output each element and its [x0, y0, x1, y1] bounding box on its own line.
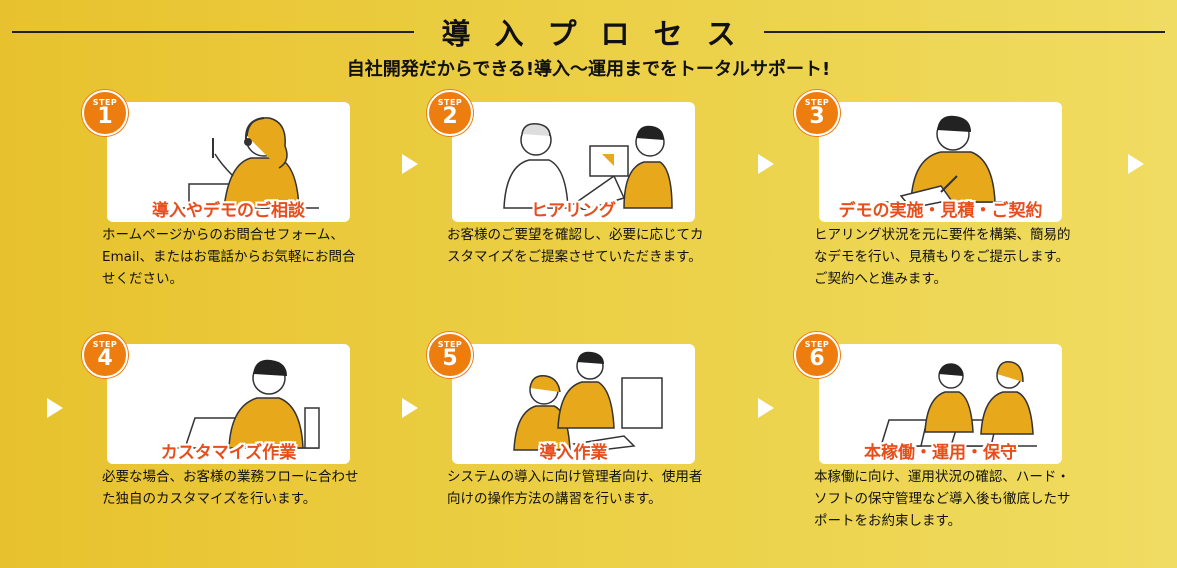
step-1: STEP 1 導入やデモのご相談 ホームページからのお問合せフォーム、Email… [82, 90, 355, 300]
step-card [452, 102, 695, 222]
step-description: ヒアリング状況を元に要件を構築、簡易的なデモを行い、見積もりをご提示します。ご契… [814, 227, 1071, 287]
heading-line-left [12, 31, 414, 33]
step-description: お客様のご要望を確認し、必要に応じてカスタマイズをご提案させていただきます。 [447, 227, 704, 265]
step-5: STEP 5 導入作業 システムの導入に向け管理者向け、使用者向けの操作方法の講… [427, 332, 702, 542]
step-4: STEP 4 カスタマイズ作業 必要な場合、お客様の業務フローに合わせた独自のカ… [82, 332, 359, 542]
step-title: 本稼働・運用・保守 [864, 443, 1017, 463]
step-title: 導入作業 [539, 443, 608, 463]
next-arrow-icon [758, 154, 774, 174]
support-team-icon [870, 361, 1037, 447]
step-description: 必要な場合、お客様の業務フローに合わせた独自のカスタマイズを行います。 [102, 469, 359, 507]
next-arrow-icon [1128, 154, 1144, 174]
step-card [819, 102, 1062, 222]
step-card [107, 344, 350, 464]
step-badge: STEP 5 [427, 332, 473, 378]
laptop-work-icon [168, 359, 320, 449]
step-card [107, 102, 350, 222]
heading-row: 導入プロセス [12, 14, 1166, 51]
step-6: STEP 6 本稼働・運用・保守 本稼働に向け、運用状況の確認、ハード・ソフトの… [794, 332, 1071, 542]
step-badge: STEP 6 [794, 332, 840, 378]
step-badge: STEP 4 [82, 332, 128, 378]
training-icon [512, 351, 663, 452]
step-badge: STEP 1 [82, 90, 128, 136]
step-card [819, 344, 1062, 464]
step-badge: STEP 3 [794, 90, 840, 136]
step-title: 導入やデモのご相談 [152, 201, 305, 221]
headset-operator-icon [178, 117, 319, 209]
step-description: 本稼働に向け、運用状況の確認、ハード・ソフトの保守管理など導入後も徹底したサポー… [814, 469, 1071, 529]
step-description: ホームページからのお問合せフォーム、Email、またはお電話からお気軽にお問合せ… [102, 227, 356, 287]
next-arrow-icon [47, 398, 63, 418]
step-badge: STEP 2 [427, 90, 473, 136]
page-title: 導入プロセス [441, 17, 760, 51]
heading-line-right [763, 31, 1166, 33]
meeting-icon [502, 122, 673, 210]
step-title: ヒアリング [531, 201, 616, 221]
step-2: STEP 2 ヒアリング お客様のご要望を確認し、必要に応じてカスタマイズをご提… [427, 90, 704, 300]
step-3: STEP 3 デモの実施・見積・ご契約 ヒアリング状況を元に要件を構築、簡易的な… [794, 90, 1071, 300]
next-arrow-icon [402, 154, 418, 174]
next-arrow-icon [402, 398, 418, 418]
step-card [452, 344, 695, 464]
next-arrow-icon [758, 398, 774, 418]
page-subtitle: 自社開発だからできる!導入〜運用までをトータルサポート! [346, 59, 831, 80]
step-title: カスタマイズ作業 [160, 443, 297, 463]
step-title: デモの実施・見積・ご契約 [838, 201, 1043, 221]
step-description: システムの導入に向け管理者向け、使用者向けの操作方法の講習を行います。 [447, 469, 703, 507]
contract-signing-icon [880, 115, 1031, 209]
